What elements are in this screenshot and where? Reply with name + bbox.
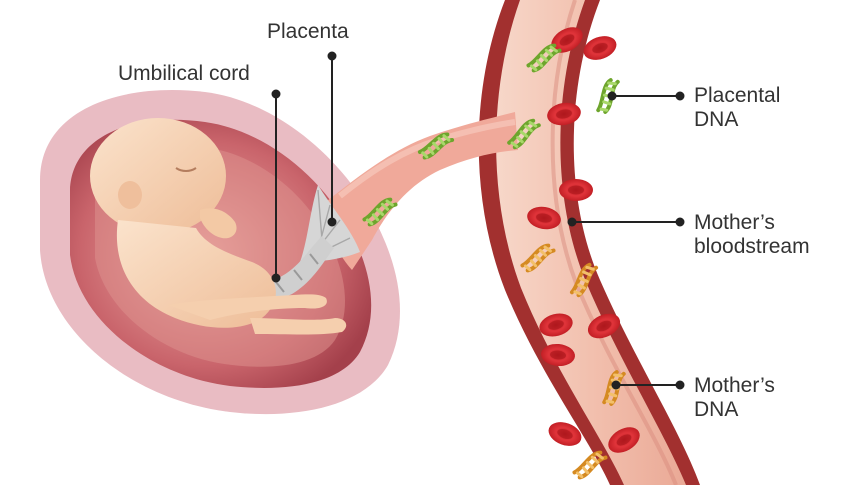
- mothers-dna-label-line2: DNA: [694, 398, 775, 422]
- placental-dna-label-line2: DNA: [694, 108, 780, 132]
- placental-dna-label-line1: Placental: [694, 84, 780, 108]
- mothers-dna-label: Mother’s DNA: [694, 374, 775, 422]
- mothers-bloodstream-label-line1: Mother’s: [694, 211, 810, 235]
- umbilical-cord-label: Umbilical cord: [118, 62, 250, 86]
- placenta-label: Placenta: [267, 20, 349, 44]
- mothers-bloodstream-label: Mother’s bloodstream: [694, 211, 810, 259]
- mothers-dna-label-line1: Mother’s: [694, 374, 775, 398]
- placental-dna-label: Placental DNA: [694, 84, 780, 132]
- red-blood-cell-icon: [559, 179, 593, 201]
- blood-vessel: [479, 0, 700, 485]
- mothers-bloodstream-label-line2: bloodstream: [694, 235, 810, 259]
